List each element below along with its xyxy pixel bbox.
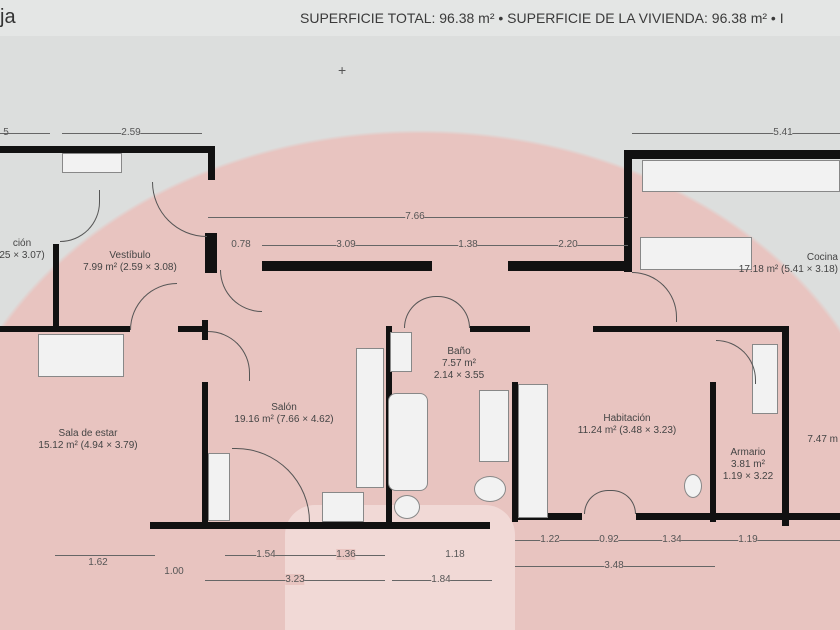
room-area: 11.24 m² (3.48 × 3.23) [577, 425, 677, 436]
wall [202, 382, 208, 527]
room-area: 3.81 m² [731, 459, 765, 470]
room-name: Baño [447, 346, 471, 357]
room-name: Habitación [603, 413, 651, 424]
dimension-line [262, 245, 628, 246]
stairs [640, 237, 752, 270]
shelf [752, 344, 778, 414]
wall [202, 320, 208, 340]
wall [624, 150, 632, 272]
wall [150, 522, 390, 529]
wall [782, 326, 789, 526]
wall [262, 261, 432, 271]
room-area: 15.12 m² (4.94 × 3.79) [38, 440, 138, 451]
page-title: ja [0, 6, 16, 28]
sink [479, 390, 509, 462]
room-name: Salón [271, 402, 297, 413]
stairs [356, 348, 384, 488]
dimension-label: 1.54 [256, 549, 276, 560]
dimension-line [55, 555, 155, 556]
dimension-label: 0.92 [599, 534, 619, 545]
dimension-label: 1.62 [88, 557, 108, 568]
wall [0, 326, 130, 332]
bathtub [388, 393, 428, 491]
room-dims: 1.19 × 3.22 [722, 471, 774, 482]
area-summary: SUPERFICIE TOTAL: 96.38 m² • SUPERFICIE … [300, 10, 784, 26]
bed-fixture [38, 334, 124, 377]
dimension-label: 2.20 [558, 239, 578, 250]
wall [593, 326, 788, 332]
dimension-label: 1.38 [458, 239, 478, 250]
wall [470, 326, 530, 332]
mirror [684, 474, 702, 498]
dimension-line [225, 555, 385, 556]
dimension-label: 1.84 [431, 574, 451, 585]
room-area: 7.47 m [807, 434, 838, 445]
wall [512, 382, 518, 522]
room-area: 25 × 3.07) [0, 250, 45, 261]
wall [178, 326, 206, 332]
wall [508, 261, 630, 271]
dimension-label: 1.34 [662, 534, 682, 545]
room-name: Vestíbulo [109, 250, 151, 261]
dimension-line [0, 133, 50, 134]
room-name: Armario [730, 447, 766, 458]
header: ja SUPERFICIE TOTAL: 96.38 m² • SUPERFIC… [0, 0, 840, 36]
room-area: 17.18 m² (5.41 × 3.18) [738, 264, 838, 275]
bidet [474, 476, 506, 502]
dimension-label: 7.66 [405, 211, 425, 222]
kitchen-counter [642, 160, 840, 192]
wall [630, 150, 840, 159]
cabinet [208, 453, 230, 521]
dimension-label: 1.00 [164, 566, 184, 577]
dimension-label: 3.23 [285, 574, 305, 585]
room-area: 19.16 m² (7.66 × 4.62) [234, 414, 334, 425]
wall [636, 513, 840, 520]
dimension-label: 1.18 [445, 549, 465, 560]
wall [205, 233, 217, 273]
crosshair-cursor-icon: + [338, 62, 347, 78]
dimension-label: 1.22 [540, 534, 560, 545]
dimension-label: 1.36 [336, 549, 356, 560]
wall [710, 382, 716, 522]
cabinet [390, 332, 412, 372]
room-area: 7.99 m² (2.59 × 3.08) [83, 262, 177, 273]
toilet [394, 495, 420, 519]
wardrobe [518, 384, 548, 518]
room-area: 7.57 m² [442, 358, 476, 369]
room-dims: 2.14 × 3.55 [433, 370, 485, 381]
wall [208, 146, 215, 180]
wall [53, 244, 59, 330]
kitchenette-fixture [62, 153, 122, 173]
radiator [322, 492, 364, 522]
dimension-label: 3.48 [604, 560, 624, 571]
wall [390, 522, 490, 529]
wall [0, 146, 215, 153]
dimension-label: 2.59 [121, 127, 141, 138]
dimension-label: 5 [3, 127, 9, 138]
room-name: ción [12, 238, 32, 249]
dimension-label: 5.41 [773, 127, 793, 138]
dimension-label: 3.09 [336, 239, 356, 250]
dimension-label: 1.19 [738, 534, 758, 545]
room-name: Sala de estar [58, 428, 118, 439]
dimension-label: 0.78 [231, 239, 251, 250]
room-label[interactable]: 7.47 m [807, 434, 838, 446]
room-name: Cocina [806, 252, 838, 263]
dimension-line [632, 133, 840, 134]
